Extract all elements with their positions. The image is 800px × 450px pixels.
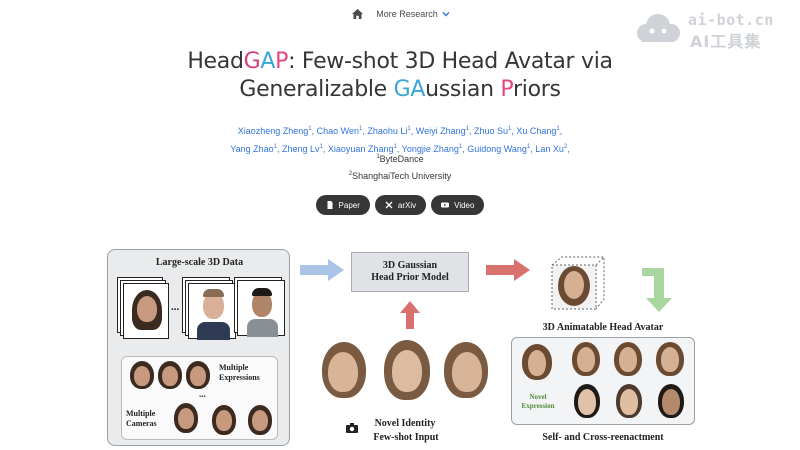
novel-identity-label: Novel Identity bbox=[374, 418, 436, 429]
face-card-man-1 bbox=[188, 283, 236, 340]
ellipsis-2: ... bbox=[199, 389, 206, 399]
author-link[interactable]: Yang Zhao1 bbox=[230, 144, 277, 154]
face-card-man-2 bbox=[237, 280, 285, 337]
more-research-label: More Research bbox=[376, 9, 438, 19]
top-nav: More Research bbox=[0, 6, 800, 22]
author-link[interactable]: Zhuo Su1 bbox=[473, 126, 512, 136]
file-pdf-icon bbox=[327, 201, 333, 209]
title-line-1: HeadGAP: Few-shot 3D Head Avatar via bbox=[187, 49, 613, 74]
author-link[interactable]: Xiaozheng Zheng1 bbox=[237, 126, 312, 136]
author-link[interactable]: Guidong Wang1 bbox=[467, 144, 531, 154]
link-buttons: Paper arXiv Video bbox=[0, 195, 800, 215]
chevron-down-icon bbox=[442, 12, 450, 17]
author-list: Xiaozheng Zheng1, Chao Wen1, Zhaohu Li1,… bbox=[230, 126, 570, 154]
arrow-up-red-icon bbox=[400, 301, 420, 329]
camera-icon bbox=[346, 423, 358, 433]
video-button[interactable]: Video bbox=[431, 195, 485, 215]
affiliation-shanghaitech: 2ShanghaiTech University bbox=[348, 171, 452, 181]
few-shot-input-label: Few-shot Input bbox=[373, 432, 439, 443]
affiliation-bytedance: 1ByteDance bbox=[376, 154, 424, 164]
watermark-logo: ai-bot.cn AI工具集 bbox=[632, 11, 792, 51]
ellipsis-1: ... bbox=[171, 301, 180, 313]
page-title: HeadGAP: Few-shot 3D Head Avatar via Gen… bbox=[0, 48, 800, 104]
large-scale-label: Large-scale 3D Data bbox=[155, 257, 244, 268]
prior-model-box: 3D Gaussian Head Prior Model bbox=[351, 252, 469, 292]
face-card-woman bbox=[123, 283, 169, 339]
author-link[interactable]: Yongjie Zhang1 bbox=[401, 144, 463, 154]
youtube-icon bbox=[441, 202, 450, 208]
author-link[interactable]: Xu Chang1 bbox=[516, 126, 560, 136]
author-link[interactable]: Xiaoyuan Zhang1 bbox=[327, 144, 397, 154]
watermark-text-2: AI工具集 bbox=[690, 32, 762, 51]
x-logo-icon bbox=[385, 201, 393, 209]
teaser-figure: Large-scale 3D Data ... bbox=[100, 240, 700, 450]
author-link[interactable]: Zhaohu Li1 bbox=[367, 126, 411, 136]
paper-button[interactable]: Paper bbox=[315, 195, 370, 215]
large-scale-data-panel: Large-scale 3D Data ... bbox=[107, 249, 290, 446]
author-link[interactable]: Chao Wen1 bbox=[316, 126, 363, 136]
arxiv-button[interactable]: arXiv bbox=[374, 195, 427, 215]
author-link[interactable]: Lan Xu2 bbox=[535, 144, 568, 154]
more-research-dropdown[interactable]: More Research bbox=[376, 9, 450, 19]
animatable-avatar-label: 3D Animatable Head Avatar bbox=[542, 322, 664, 333]
title-line-2: Generalizable GAussian Priors bbox=[239, 77, 561, 102]
cloud-logo-icon bbox=[637, 14, 680, 42]
watermark-text-1: ai-bot.cn bbox=[688, 11, 774, 29]
avatar-cube bbox=[551, 256, 605, 310]
arrow-down-green-icon bbox=[642, 268, 672, 312]
reenactment-label: Self- and Cross-reenactment bbox=[542, 432, 664, 443]
author-link[interactable]: Zheng Lv1 bbox=[282, 144, 323, 154]
arrow-right-red-icon bbox=[486, 259, 530, 281]
author-link[interactable]: Weiyi Zhang1 bbox=[415, 126, 469, 136]
arrow-right-blue-icon bbox=[300, 259, 344, 281]
home-icon[interactable] bbox=[350, 7, 364, 21]
